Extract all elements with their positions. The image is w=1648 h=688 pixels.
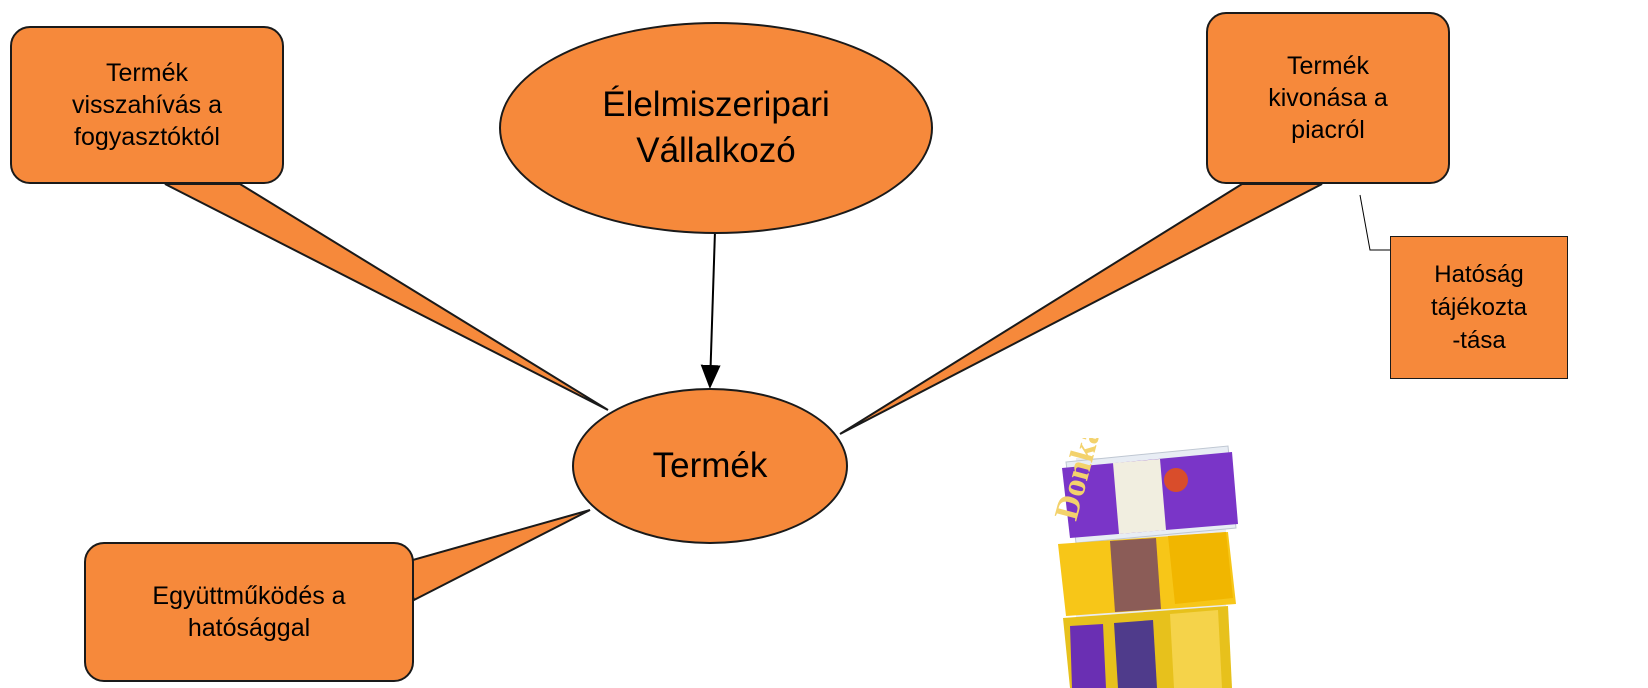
callout-product-recall: Termék visszahívás a fogyasztóktól: [10, 26, 284, 184]
callout-market-withdrawal: Termék kivonása a piacról: [1206, 12, 1450, 184]
callout-authority-cooperation: Együttműködés a hatósággal: [84, 542, 414, 682]
callout-pointer-top-left: [164, 183, 609, 411]
callout-pointer-bottom-left: [400, 509, 591, 602]
callout-market-withdrawal-text: Termék kivonása a piacról: [1268, 52, 1388, 144]
ellipse-food-business-operator: Élelmiszeripari Vállalkozó: [499, 22, 933, 234]
box-authority-notification-text: Hatóság tájékozta -tása: [1430, 261, 1528, 354]
callout-pointer-top-right: [839, 183, 1323, 435]
ellipse-product-text: Termék: [652, 446, 768, 485]
callout-product-recall-text: Termék visszahívás a fogyasztóktól: [71, 59, 223, 151]
ellipse-food-business-operator-text: Élelmiszeripari Vállalkozó: [602, 85, 830, 170]
ellipse-product: Termék: [572, 388, 848, 544]
box-authority-notification: Hatóság tájékozta -tása: [1390, 236, 1568, 379]
callout-authority-cooperation-text: Együttműködés a hatósággal: [152, 582, 346, 642]
note-connector-line: [1359, 194, 1391, 251]
product-photo: Donka: [1048, 438, 1238, 688]
